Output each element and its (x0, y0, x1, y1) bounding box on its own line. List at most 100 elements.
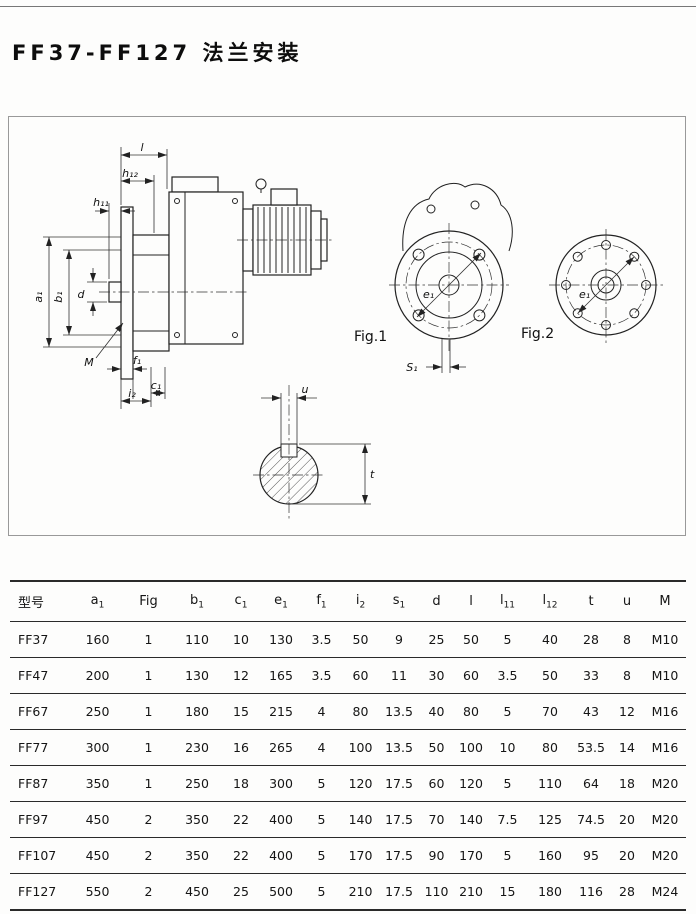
value-cell: 7.5 (487, 801, 528, 838)
value-cell: M20 (644, 801, 686, 838)
value-cell: 50 (528, 657, 572, 694)
value-cell: 13.5 (380, 693, 418, 730)
bolt-hole (629, 308, 640, 319)
value-cell: 8 (610, 621, 644, 658)
fig1-caption: Fig.1 (354, 329, 387, 345)
value-cell: 2 (125, 873, 172, 911)
bolt-circle (565, 244, 647, 326)
housing (168, 191, 244, 345)
dim-label-e1-fig1: e₁ (423, 288, 434, 301)
value-cell: 17.5 (380, 765, 418, 802)
column-header: i2 (341, 580, 380, 622)
technical-drawing-frame: l h₁₂ h₁₁ a₁ b₁ d M f₁ i₂ c₁ (8, 116, 686, 536)
value-cell: 14 (610, 729, 644, 766)
value-cell: 1 (125, 693, 172, 730)
value-cell: 350 (172, 837, 222, 874)
value-cell: 70 (528, 693, 572, 730)
column-header: f1 (302, 580, 341, 622)
value-cell: 130 (172, 657, 222, 694)
value-cell: 80 (455, 693, 487, 730)
value-cell: 2 (125, 837, 172, 874)
value-cell: 125 (528, 801, 572, 838)
value-cell: 60 (341, 657, 380, 694)
housing-top (171, 176, 219, 193)
value-cell: 1 (125, 621, 172, 658)
value-cell: 170 (341, 837, 380, 874)
value-cell: 5 (487, 693, 528, 730)
value-cell: M16 (644, 693, 686, 730)
value-cell: 2 (125, 801, 172, 838)
shaft-section: u t (253, 383, 375, 521)
value-cell: 12 (610, 693, 644, 730)
dim-label-h11: h₁₁ (93, 196, 109, 209)
value-cell: 500 (260, 873, 302, 911)
value-cell: 5 (487, 765, 528, 802)
flange-edge (120, 206, 134, 380)
value-cell: 33 (572, 657, 610, 694)
value-cell: 22 (222, 837, 260, 874)
value-cell: 400 (260, 801, 302, 838)
dim-label-i2: i₂ (128, 387, 136, 400)
value-cell: 25 (418, 621, 455, 658)
value-cell: 1 (125, 729, 172, 766)
value-cell: 450 (172, 873, 222, 911)
value-cell: 53.5 (572, 729, 610, 766)
value-cell: 18 (610, 765, 644, 802)
value-cell: 10 (222, 621, 260, 658)
value-cell: 1 (125, 765, 172, 802)
bolt-hole (629, 251, 640, 262)
dim-label-u: u (302, 383, 309, 396)
terminal-box (270, 188, 298, 206)
value-cell: 130 (260, 621, 302, 658)
value-cell: 28 (610, 873, 644, 911)
value-cell: M16 (644, 729, 686, 766)
value-cell: 5 (302, 765, 341, 802)
value-cell: 40 (418, 693, 455, 730)
value-cell: 8 (610, 657, 644, 694)
column-header: a1 (70, 580, 125, 622)
value-cell: 50 (418, 729, 455, 766)
value-cell: 50 (455, 621, 487, 658)
value-cell: 60 (418, 765, 455, 802)
value-cell: 350 (172, 801, 222, 838)
value-cell: 110 (418, 873, 455, 911)
value-cell: 70 (418, 801, 455, 838)
value-cell: 110 (172, 621, 222, 658)
value-cell: 230 (172, 729, 222, 766)
value-cell: 210 (341, 873, 380, 911)
value-cell: 12 (222, 657, 260, 694)
dim-label-f1: f₁ (133, 354, 141, 367)
column-header: u (610, 580, 644, 622)
dim-label-m: M (84, 356, 94, 369)
value-cell: 140 (455, 801, 487, 838)
value-cell: 4 (302, 693, 341, 730)
technical-drawing: l h₁₂ h₁₁ a₁ b₁ d M f₁ i₂ c₁ (32, 141, 663, 521)
fig2-caption: Fig.2 (521, 326, 554, 342)
value-cell: 95 (572, 837, 610, 874)
value-cell: 5 (487, 621, 528, 658)
value-cell: 300 (260, 765, 302, 802)
fig1-front-view: e₁ S₁ Fig.1 (354, 183, 513, 374)
value-cell: M24 (644, 873, 686, 911)
value-cell: 25 (222, 873, 260, 911)
value-cell: 160 (70, 621, 125, 658)
value-cell: 300 (70, 729, 125, 766)
value-cell: 13.5 (380, 729, 418, 766)
page-top-rule (0, 6, 696, 7)
value-cell: 90 (418, 837, 455, 874)
value-cell: 215 (260, 693, 302, 730)
value-cell: 165 (260, 657, 302, 694)
column-header: e1 (260, 580, 302, 622)
page-title: FF37-FF127 法兰安装 (12, 41, 303, 65)
value-cell: 1 (125, 657, 172, 694)
value-cell: 80 (341, 693, 380, 730)
model-cell: FF127 (10, 873, 70, 911)
value-cell: 180 (528, 873, 572, 911)
